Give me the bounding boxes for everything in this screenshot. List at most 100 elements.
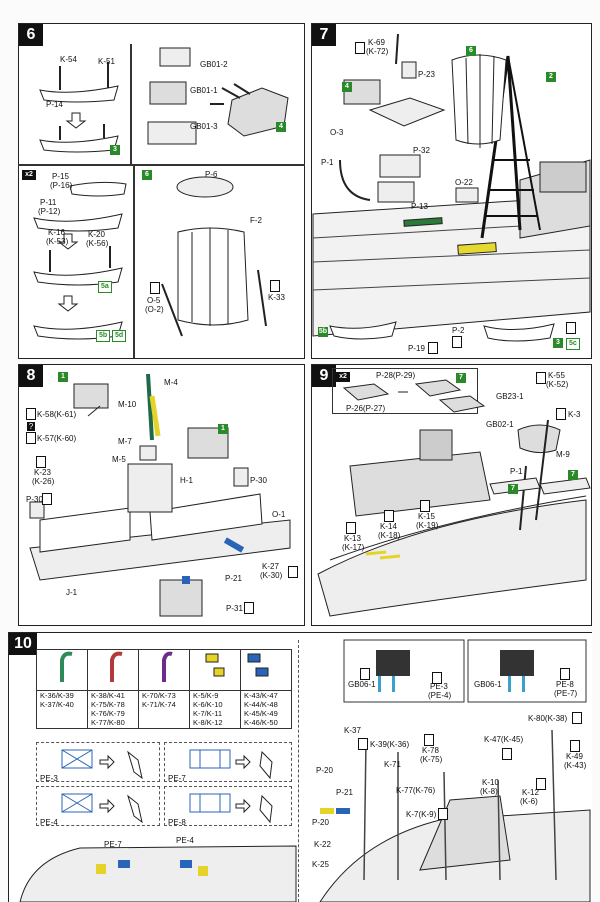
part-label: P-2 — [452, 326, 465, 335]
step-ref-badge: 1 — [58, 372, 68, 382]
part-label: K-78 — [422, 746, 439, 755]
part-label: GB01-1 — [190, 86, 218, 95]
part-label: GB02-1 — [486, 420, 514, 429]
pe-label: PE-3 — [40, 774, 58, 783]
part-label: P-1 — [510, 467, 523, 476]
part-label: K-16 — [48, 228, 65, 237]
part-label: P-28(P-29) — [376, 371, 416, 380]
part-label: K-33 — [268, 293, 285, 302]
part-label: K-51 — [98, 57, 115, 66]
pe-label: PE-8 — [168, 818, 186, 827]
part-label: H-1 — [180, 476, 193, 485]
pe-detail-box — [164, 742, 292, 782]
part-label: K-55 — [548, 371, 565, 380]
dashed-separator — [298, 640, 299, 902]
divider — [18, 164, 305, 166]
subassembly-box — [332, 368, 478, 414]
step-ref-badge: 6 — [466, 46, 476, 56]
step-ref-badge: 2 — [546, 72, 556, 82]
part-label: (K-8) — [480, 787, 498, 796]
step-ref-badge: 7 — [456, 373, 466, 383]
part-label: K-3 — [568, 410, 581, 419]
color-icon — [36, 456, 46, 468]
step-ref-badge: 3 — [553, 338, 563, 348]
part-label: (K-17) — [342, 543, 365, 552]
part-label: K-7(K-9) — [406, 810, 437, 819]
part-label: P-32 — [413, 146, 430, 155]
color-icon — [346, 522, 356, 534]
step-ref-badge: 4 — [342, 82, 352, 92]
step-number: 8 — [19, 365, 43, 387]
divider — [130, 44, 132, 164]
part-label: (K-52) — [546, 380, 569, 389]
color-icon — [556, 408, 566, 420]
part-label: K-13 — [344, 534, 361, 543]
part-label: P-15 — [52, 172, 69, 181]
legend-col — [37, 650, 88, 728]
part-label: K-77(K-76) — [396, 786, 436, 795]
part-label: M-9 — [556, 450, 570, 459]
question-icon: ? — [27, 422, 35, 431]
part-label: (K-43) — [564, 761, 587, 770]
legend-cell: K-5/K-9 K-6/K-10 K-7/K-11 K-8/K-12 — [193, 691, 223, 727]
pe-label: PE-7 — [168, 774, 186, 783]
part-label: GB23-1 — [496, 392, 524, 401]
part-label: (PE-4) — [428, 691, 452, 700]
part-label: GB01-3 — [190, 122, 218, 131]
color-icon — [570, 740, 580, 752]
part-label: K-15 — [418, 512, 435, 521]
part-label: J-1 — [66, 588, 78, 597]
part-label: M-10 — [118, 400, 137, 409]
step-ref-badge: 7 — [568, 470, 578, 480]
part-label: P-21 — [225, 574, 242, 583]
part-label: F-2 — [250, 216, 262, 225]
part-label: (K-18) — [378, 531, 401, 540]
step-ref-badge: 5b — [318, 327, 328, 337]
part-label: M-7 — [118, 437, 132, 446]
part-label: (PE-7) — [554, 689, 578, 698]
step-ref-badge: 6 — [142, 170, 152, 180]
legend-cell: K-36/K-39 K-37/K-40 — [40, 691, 74, 709]
pe-detail-box — [164, 786, 292, 826]
part-label: P-30 — [26, 495, 43, 504]
part-label: K-39(K-36) — [370, 740, 410, 749]
step-ref-badge: 1 — [218, 424, 228, 434]
part-label: PE-3 — [430, 682, 448, 691]
color-icon — [360, 668, 370, 680]
color-icon — [432, 672, 442, 684]
part-label: K-57(K-60) — [37, 434, 77, 443]
part-label: GB06-1 — [348, 680, 376, 689]
color-icon — [26, 408, 36, 420]
step-number: 6 — [19, 24, 43, 46]
color-icon — [244, 602, 254, 614]
part-label: K-47(K-45) — [484, 735, 524, 744]
color-icon — [355, 42, 365, 54]
part-label: (O-2) — [145, 305, 164, 314]
part-label: O-3 — [330, 128, 344, 137]
part-label: K-58(K-61) — [37, 410, 77, 419]
part-label: P-11 — [40, 198, 57, 207]
part-label: (K-19) — [416, 521, 439, 530]
legend-row-divider — [37, 690, 291, 691]
part-label: P-30 — [250, 476, 267, 485]
part-label: K-14 — [380, 522, 397, 531]
part-label: P-21 — [336, 788, 353, 797]
part-legend-table — [36, 649, 292, 729]
part-label: O-5 — [147, 296, 161, 305]
part-label: (P-12) — [38, 207, 61, 216]
step-number: 10 — [9, 633, 37, 655]
part-label: (K-30) — [260, 571, 283, 580]
step-number: 9 — [312, 365, 336, 387]
divider — [133, 165, 135, 358]
legend-cell: K-43/K-47 K-44/K-48 K-45/K-49 K-46/K-50 — [244, 691, 278, 727]
part-label: (K-6) — [520, 797, 538, 806]
quantity-badge: x2 — [22, 170, 36, 180]
part-label: P-1 — [321, 158, 334, 167]
part-label: O-1 — [272, 510, 286, 519]
step-ref-badge: 7 — [508, 484, 518, 494]
part-label: P-13 — [411, 202, 428, 211]
pe-label: PE-7 — [104, 840, 122, 849]
